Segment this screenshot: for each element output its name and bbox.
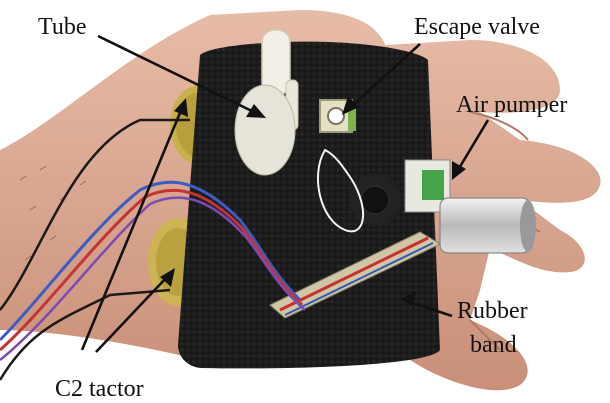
arrow-rubber-band (400, 292, 453, 318)
air-pumper (404, 159, 536, 254)
arrow-escape-valve (342, 43, 421, 115)
arrow-tube (97, 34, 266, 118)
knob (349, 174, 401, 226)
circuit-board (269, 231, 442, 319)
label-tube: Tube (38, 14, 86, 40)
arrow-c2-tactor-upper (80, 98, 188, 351)
arrow-air-pumper (452, 119, 490, 180)
tube-assembly (234, 29, 299, 176)
wire-loop (317, 148, 365, 233)
arrow-c2-tactor-lower (95, 268, 175, 353)
escape-valve (319, 99, 356, 133)
label-c2-tactor: C2 tactor (55, 376, 144, 402)
label-rubber-band-line1: Rubber (457, 298, 528, 324)
label-escape-valve: Escape valve (414, 14, 540, 40)
label-rubber-band-line2: band (470, 332, 517, 358)
label-air-pumper: Air pumper (456, 92, 567, 118)
